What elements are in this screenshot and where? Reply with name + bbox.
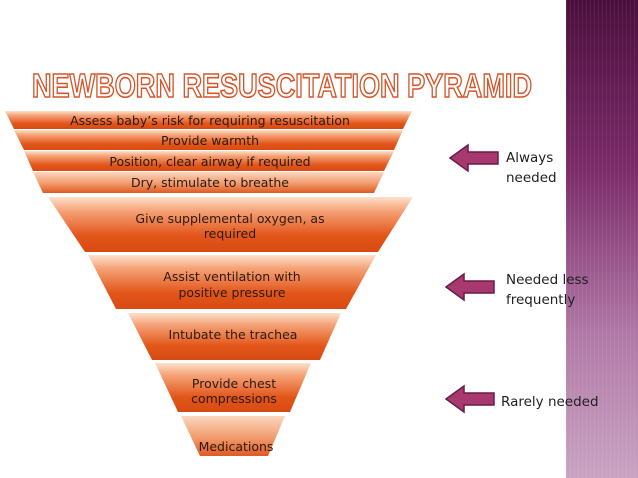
tier-1-line-1: Assess baby’s risk for requiring resusci… bbox=[70, 113, 350, 128]
pyramid-tier-1-band-4 bbox=[33, 172, 384, 193]
left-arrow-icon bbox=[448, 143, 499, 173]
pyramid-tier-6 bbox=[181, 416, 285, 456]
tier-3-line-2: positive pressure bbox=[178, 285, 286, 300]
tier-3-line-1: Assist ventilation with bbox=[163, 269, 301, 284]
pyramid-tier-5 bbox=[155, 363, 311, 412]
pyramid-tier-3 bbox=[88, 255, 376, 309]
label-less-line-2: frequently bbox=[506, 292, 576, 308]
label-less-line-1: Needed less bbox=[506, 272, 589, 288]
pyramid-tier-1-band-2 bbox=[14, 130, 403, 150]
tier-4-line-1: Intubate the trachea bbox=[168, 327, 298, 342]
decorative-side-band bbox=[566, 0, 638, 478]
tier-1-line-3: Position, clear airway if required bbox=[109, 154, 311, 169]
left-arrow-icon bbox=[444, 384, 495, 414]
pyramid-tier-2 bbox=[48, 197, 413, 252]
tier-5-line-2: compressions bbox=[191, 391, 277, 406]
tier-2-line-1: Give supplemental oxygen, as bbox=[135, 211, 325, 226]
tier-6-line-1: Medications bbox=[198, 439, 274, 454]
tier-2-line-2: required bbox=[203, 226, 257, 241]
label-rarely-needed: Rarely needed bbox=[501, 394, 599, 410]
pyramid-tier-1-band-3 bbox=[24, 151, 394, 171]
left-arrow-icon bbox=[444, 272, 495, 302]
slide-title-text: NEWBORN RESUSCITATION PYRAMID bbox=[32, 67, 532, 104]
tier-1-line-2: Provide warmth bbox=[160, 133, 260, 148]
label-always-line-1: Always bbox=[506, 150, 554, 166]
tier-5-line-1: Provide chest bbox=[191, 376, 277, 391]
tier-1-line-4: Dry, stimulate to breathe bbox=[131, 175, 289, 190]
slide-title: NEWBORN RESUSCITATION PYRAMID bbox=[31, 66, 533, 104]
label-always-line-2: needed bbox=[506, 170, 557, 186]
label-needed-less-frequently: Needed less frequently bbox=[506, 270, 589, 310]
pyramid-tier-1-band-1 bbox=[5, 111, 412, 129]
pyramid-tier-4 bbox=[128, 313, 341, 360]
label-always-needed: Always needed bbox=[506, 148, 557, 188]
